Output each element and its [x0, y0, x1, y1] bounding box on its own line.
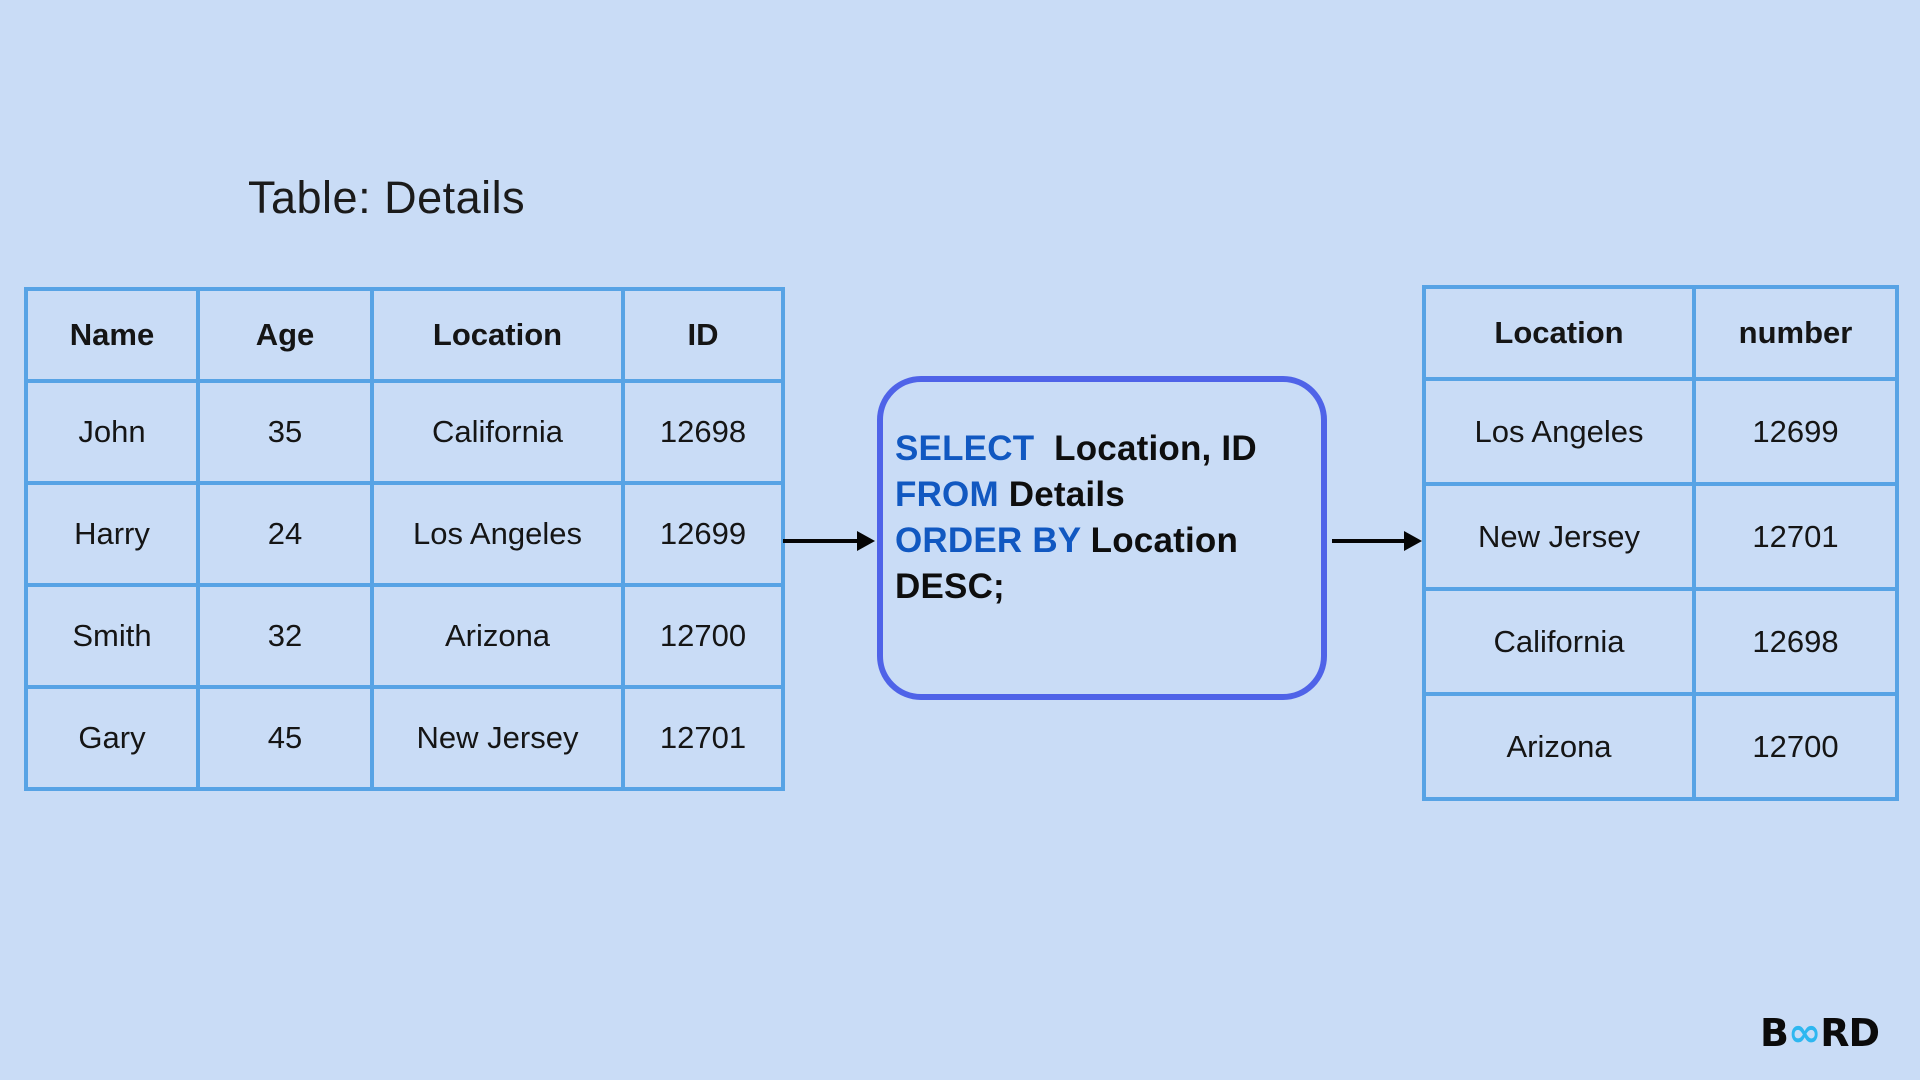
sql-text: Location: [1080, 521, 1239, 560]
arrow-right-icon: [783, 531, 875, 551]
result-cell-location: California: [1422, 587, 1696, 696]
details-cell-id: 12701: [621, 685, 785, 791]
details-cell-name: Smith: [24, 583, 200, 689]
sql-text: Details: [998, 475, 1125, 514]
result-header-row: Location number: [1422, 285, 1899, 381]
result-header-number: number: [1692, 285, 1899, 381]
result-cell-number: 12700: [1692, 692, 1899, 801]
details-cell-location: Los Angeles: [370, 481, 625, 587]
sql-line: DESC;: [895, 564, 1313, 610]
details-cell-age: 32: [196, 583, 374, 689]
table-row: Smith 32 Arizona 12700: [24, 583, 785, 689]
logo-text-suffix: RD: [1820, 1011, 1880, 1055]
details-header-age: Age: [196, 287, 374, 383]
result-cell-location: New Jersey: [1422, 482, 1696, 591]
details-cell-id: 12700: [621, 583, 785, 689]
table-row: New Jersey 12701: [1422, 482, 1899, 591]
sql-text: Location, ID: [1034, 429, 1257, 468]
table-row: Los Angeles 12699: [1422, 377, 1899, 486]
details-header-name: Name: [24, 287, 200, 383]
details-cell-location: New Jersey: [370, 685, 625, 791]
logo-infinity-icon: ∞: [1787, 1010, 1821, 1056]
page-title: Table: Details: [248, 172, 526, 223]
result-table: Location number Los Angeles 12699 New Je…: [1422, 285, 1899, 801]
details-header-location: Location: [370, 287, 625, 383]
details-header-id: ID: [621, 287, 785, 383]
result-header-location: Location: [1422, 285, 1696, 381]
details-header-row: Name Age Location ID: [24, 287, 785, 383]
table-row: California 12698: [1422, 587, 1899, 696]
details-cell-id: 12698: [621, 379, 785, 485]
details-cell-name: Gary: [24, 685, 200, 791]
details-cell-id: 12699: [621, 481, 785, 587]
details-cell-age: 35: [196, 379, 374, 485]
arrow-right-icon: [1332, 531, 1422, 551]
details-cell-name: John: [24, 379, 200, 485]
result-cell-number: 12701: [1692, 482, 1899, 591]
details-cell-age: 45: [196, 685, 374, 791]
sql-line: SELECT Location, ID: [895, 426, 1313, 472]
sql-line: ORDER BY Location: [895, 518, 1313, 564]
sql-keyword: ORDER BY: [895, 521, 1081, 560]
logo-text-prefix: B: [1760, 1011, 1789, 1055]
table-row: Harry 24 Los Angeles 12699: [24, 481, 785, 587]
sql-text: DESC;: [895, 567, 1005, 606]
result-cell-location: Los Angeles: [1422, 377, 1696, 486]
result-cell-number: 12698: [1692, 587, 1899, 696]
sql-keyword: SELECT: [895, 429, 1035, 468]
table-row: Gary 45 New Jersey 12701: [24, 685, 785, 791]
board-logo: B∞RD: [1760, 1010, 1880, 1056]
result-cell-number: 12699: [1692, 377, 1899, 486]
details-cell-location: California: [370, 379, 625, 485]
result-cell-location: Arizona: [1422, 692, 1696, 801]
details-cell-name: Harry: [24, 481, 200, 587]
details-cell-location: Arizona: [370, 583, 625, 689]
table-row: Arizona 12700: [1422, 692, 1899, 801]
details-cell-age: 24: [196, 481, 374, 587]
details-table: Name Age Location ID John 35 California …: [24, 287, 785, 791]
sql-line: FROM Details: [895, 472, 1313, 518]
sql-keyword: FROM: [895, 475, 999, 514]
query-box: SELECT Location, ID FROM Details ORDER B…: [877, 376, 1327, 700]
table-row: John 35 California 12698: [24, 379, 785, 485]
